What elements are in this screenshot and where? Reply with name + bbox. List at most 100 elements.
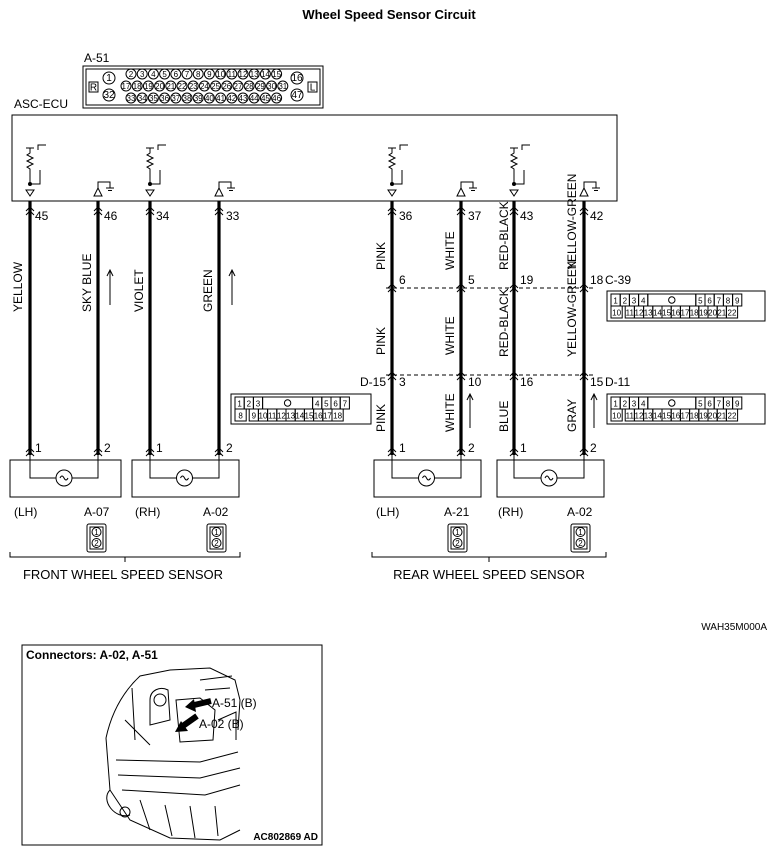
connector-pin-12: 12 [277, 412, 286, 421]
c39-pin-6: 6 [399, 273, 406, 287]
ecu-tap [150, 170, 161, 185]
ecu-supply-line [146, 144, 166, 150]
a51-pin-ring [147, 68, 159, 80]
d11-label: D-11 [605, 375, 630, 389]
ecu-pin-33: 33 [226, 209, 240, 223]
ground-icon [218, 181, 235, 191]
connector-lock [283, 399, 292, 407]
a51-pin-ring [159, 92, 171, 104]
c39-pin-5: 5 [468, 273, 475, 287]
small-connector-pin-ring [91, 527, 102, 537]
junction-chevron [509, 283, 519, 289]
a51-pin-ring [226, 92, 238, 104]
a51-pin-ring [215, 68, 227, 80]
a51-pin-ring [154, 80, 166, 92]
a51-pin-ring [277, 80, 289, 92]
a51-pin-ring [181, 92, 193, 104]
a51-pin-37: 37 [171, 94, 180, 103]
a51-pin-ring [237, 68, 249, 80]
connector-pin-4: 4 [315, 400, 320, 409]
sensor-connector-chevron [387, 451, 397, 457]
a51-l-label: L [310, 83, 316, 94]
sensor-wave-icon [180, 475, 189, 481]
sensor-coil-icon [176, 469, 193, 487]
small-connector-pin-2: 2 [455, 539, 460, 548]
a51-pin-ring [254, 80, 266, 92]
wire-color-43-mid: RED-BLACK [497, 288, 511, 357]
rear-group-brace [371, 552, 607, 562]
a51-pin-ring [259, 92, 271, 104]
a51-pin-ring [147, 92, 159, 104]
sensor1-side: (LH) [14, 505, 37, 519]
connector-cell [725, 305, 739, 319]
wire-color-42-top: YELLOW-GREEN [565, 174, 579, 270]
ecu-connector-chevron [93, 206, 103, 212]
connector-pin-16: 16 [314, 412, 323, 421]
wire-harness [25, 201, 589, 457]
sensor-connector-chevron [214, 447, 224, 453]
inset-title: Connectors: A-02, A-51 [26, 648, 158, 662]
a51-pin-36: 36 [160, 94, 169, 103]
connector-pin-8: 8 [726, 297, 731, 306]
callout-a02: A-02 (B) [199, 717, 244, 731]
connector-cell [339, 396, 350, 410]
sensor-connector-chevron [214, 451, 224, 457]
a51-pin-ring [221, 80, 233, 92]
ecu-pin-42: 42 [590, 209, 604, 223]
ecu-connector-chevron [25, 210, 35, 216]
ecu-pin-34: 34 [156, 209, 170, 223]
a51-pin-17: 17 [122, 82, 131, 91]
engine-bay-illustration [105, 667, 241, 841]
a51-pin-6: 6 [174, 70, 179, 79]
sensor-connector-chevron [456, 447, 466, 453]
a51-r-label: R [90, 83, 97, 94]
sensor-body [9, 459, 122, 498]
small-connector-pin-ring [452, 538, 463, 548]
sensor-connector-chevron [25, 447, 35, 453]
connector-pin-3: 3 [256, 400, 261, 409]
a51-pin-ring [237, 92, 249, 104]
a51-pin-ring [192, 68, 204, 80]
connector-pin-9: 9 [735, 400, 740, 409]
a51-pin-32: 32 [103, 90, 115, 101]
a51-pin-ring [120, 80, 132, 92]
wire-color-violet: VIOLET [132, 269, 146, 312]
connector-pin-10: 10 [612, 412, 621, 421]
connector-pin-1: 1 [613, 400, 618, 409]
junction-chevron [509, 375, 519, 381]
junction-chevron [579, 283, 589, 289]
connector-pin-11: 11 [626, 412, 635, 421]
connector-pin-4: 4 [641, 400, 646, 409]
a51-pin-ring [187, 80, 199, 92]
wire-color-43-bottom: BLUE [497, 401, 511, 432]
a51-pin-21: 21 [166, 82, 175, 91]
ecu-supply-line [510, 144, 530, 150]
ecu-output-triangle [456, 186, 466, 197]
connector-cell [331, 408, 344, 422]
wire-color-37-mid: WHITE [443, 316, 457, 355]
a51-pin-ring [271, 68, 283, 80]
ecu-connector-chevron [25, 206, 35, 212]
sensor4-connector: A-02 [567, 505, 593, 519]
sensor4-side: (RH) [498, 505, 523, 519]
sensor-connector-chevron [456, 451, 466, 457]
a51-pin-33: 33 [127, 94, 136, 103]
connector-pin-4: 4 [641, 297, 646, 306]
connector-cell [610, 408, 623, 422]
d11-pin-15: 15 [590, 375, 604, 389]
ecu-input-triangle [387, 189, 397, 197]
sensor1-connector: A-07 [84, 505, 110, 519]
connector-pin-13: 13 [286, 412, 295, 421]
connector-pin-15: 15 [305, 412, 314, 421]
a51-pin-30: 30 [267, 82, 276, 91]
a51-pin-38: 38 [183, 94, 192, 103]
junction-chevron [387, 283, 397, 289]
connector-pin-15: 15 [662, 412, 671, 421]
a51-pin-26: 26 [222, 82, 231, 91]
inset-code: AC802869 AD [253, 832, 318, 843]
ecu-connector-chevron [214, 210, 224, 216]
ecu-output-triangle [93, 186, 103, 197]
sensor3-side: (LH) [376, 505, 399, 519]
wire-color-yellow: YELLOW [11, 261, 25, 312]
ecu-pullup-resistor [25, 148, 35, 185]
